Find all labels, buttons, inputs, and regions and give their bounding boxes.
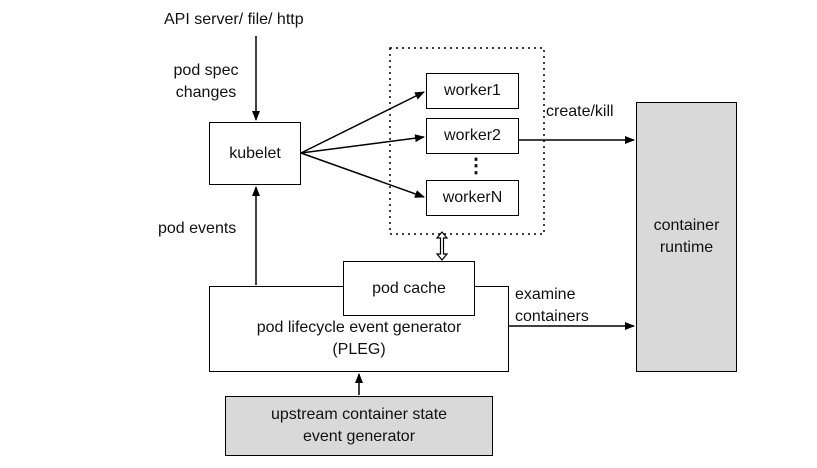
worker2-node: worker2: [426, 118, 519, 154]
container-runtime-line2: runtime: [659, 239, 714, 256]
source-label: API server/ file/ http: [164, 11, 304, 28]
pleg-line2: (PLEG): [332, 341, 386, 358]
container-runtime-node: container runtime: [636, 102, 737, 372]
pod-spec-changes-line1: pod spec: [173, 62, 239, 79]
pod-spec-changes-label: pod spec changes: [162, 60, 250, 104]
worker1-label: worker1: [444, 82, 501, 99]
create-kill-label: create/kill: [546, 103, 614, 120]
workerN-label: workerN: [442, 189, 503, 206]
examine-containers-line2: containers: [515, 308, 589, 325]
arrow-kubelet-to-worker2: [300, 134, 425, 154]
kubelet-label: kubelet: [229, 144, 281, 162]
pod-spec-changes-line2: changes: [175, 84, 237, 101]
upstream-line2: event generator: [302, 428, 416, 445]
worker1-node: worker1: [426, 73, 519, 109]
workerN-node: workerN: [426, 180, 519, 216]
upstream-generator-node: upstream container state event generator: [225, 396, 493, 456]
container-runtime-line1: container: [653, 217, 720, 234]
pod-cache-node: pod cache: [343, 261, 475, 316]
bidirectional-arrow-workers-podcache: [435, 231, 449, 261]
kubelet-node: kubelet: [209, 122, 301, 185]
pod-events-label: pod events: [158, 220, 237, 237]
examine-containers-line1: examine: [515, 286, 576, 303]
arrow-kubelet-to-worker1: [300, 91, 425, 154]
arrow-kubelet-to-workerN: [300, 152, 425, 198]
worker-ellipsis: ⋮: [466, 155, 486, 177]
upstream-line1: upstream container state: [270, 406, 448, 423]
worker-pool-boundary: [389, 47, 545, 235]
pleg-label: pod lifecycle event generator (PLEG): [210, 317, 508, 361]
pod-cache-label: pod cache: [372, 279, 446, 297]
examine-containers-label: examine containers: [515, 284, 589, 328]
pleg-line1: pod lifecycle event generator: [256, 319, 462, 336]
worker2-label: worker2: [444, 127, 501, 144]
